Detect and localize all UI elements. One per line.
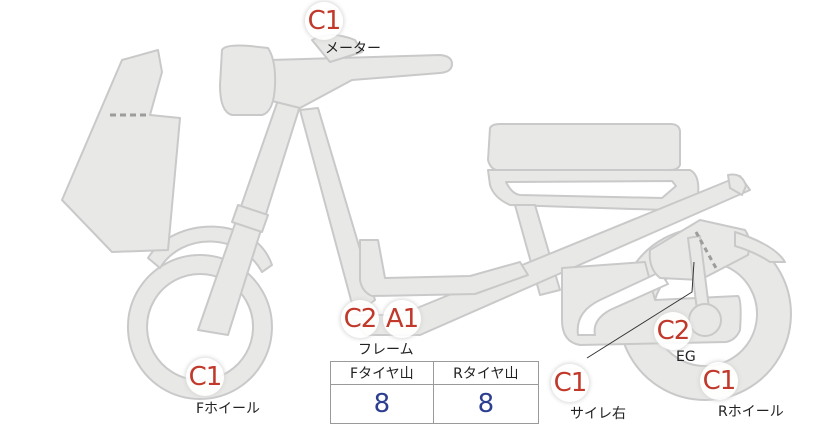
grade-frame-2: A1 [383, 300, 421, 338]
value-rear-tire: 8 [432, 384, 540, 424]
label-siren-right: サイレ右 [570, 406, 626, 422]
down-tube [299, 107, 376, 316]
value-front-tire: 8 [330, 384, 434, 424]
header-rear-tire: Rタイヤ山 [432, 361, 540, 385]
fork-band [231, 204, 269, 233]
grade-meter: C1 [305, 2, 343, 40]
rear-hub [688, 303, 722, 337]
box-dash [694, 231, 718, 269]
grade-frame-1: C2 [341, 300, 379, 338]
label-f-wheel: Fホイール [196, 401, 261, 417]
grade-f-wheel: C1 [186, 358, 224, 396]
label-frame: フレーム [358, 342, 414, 358]
grade-r-wheel: C1 [700, 362, 738, 400]
grade-eg: C2 [654, 312, 692, 350]
rear-grab-tube [727, 173, 747, 196]
handlebar [267, 54, 453, 109]
rear-fender [734, 231, 786, 263]
grade-siren-right: C1 [551, 364, 589, 402]
exhaust [576, 271, 669, 336]
footboard [359, 239, 529, 297]
seat [487, 123, 681, 171]
leader-line [586, 261, 695, 359]
headlight [219, 44, 277, 116]
label-eg: EG [676, 349, 696, 365]
tire-tread-table: Fタイヤ山 Rタイヤ山 8 8 [330, 361, 540, 424]
front-basket [61, 49, 181, 253]
label-meter: メーター [325, 41, 381, 57]
header-front-tire: Fタイヤ山 [330, 361, 434, 385]
label-r-wheel: Rホイール [718, 404, 784, 420]
